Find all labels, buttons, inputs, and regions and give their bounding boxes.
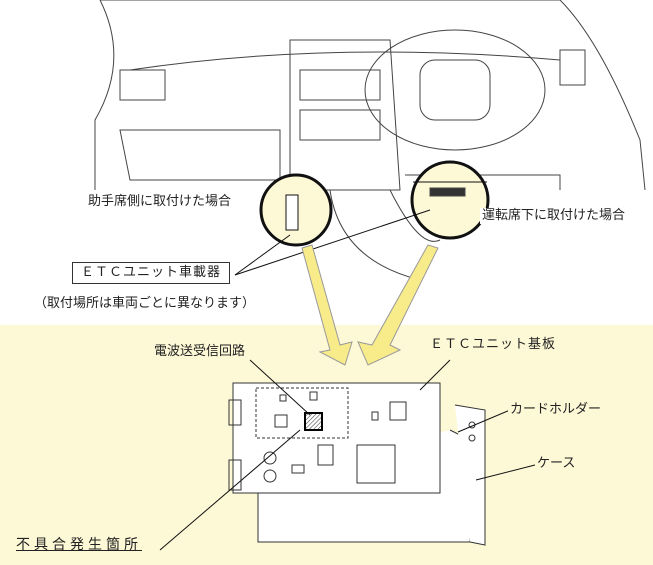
label-case: ケース <box>535 456 578 472</box>
etc-board-drawing <box>228 382 486 546</box>
arrow-left <box>301 244 353 366</box>
etc-unit-driver <box>429 187 466 197</box>
label-etc-unit: ＥＴＣユニット車載器 <box>72 262 231 284</box>
label-passenger-side: 助手席側に取付けた場合 <box>86 194 234 210</box>
label-etc-board: ＥＴＣユニット基板 <box>428 337 559 353</box>
defect-chip <box>304 412 323 431</box>
label-defect-location: 不具合発生箇所 <box>14 537 144 553</box>
label-note: （取付場所は車両ごとに異なります） <box>32 296 258 312</box>
dashboard-drawing <box>94 0 646 281</box>
arrow-right <box>357 244 439 366</box>
etc-unit-passenger <box>285 194 299 231</box>
label-driver-under: 運転席下に取付けた場合 <box>480 208 628 224</box>
label-card-holder: カードホルダー <box>508 402 604 418</box>
driver-side-zoom-circle <box>410 160 490 240</box>
label-radio-circuit: 電波送受信回路 <box>152 344 248 360</box>
